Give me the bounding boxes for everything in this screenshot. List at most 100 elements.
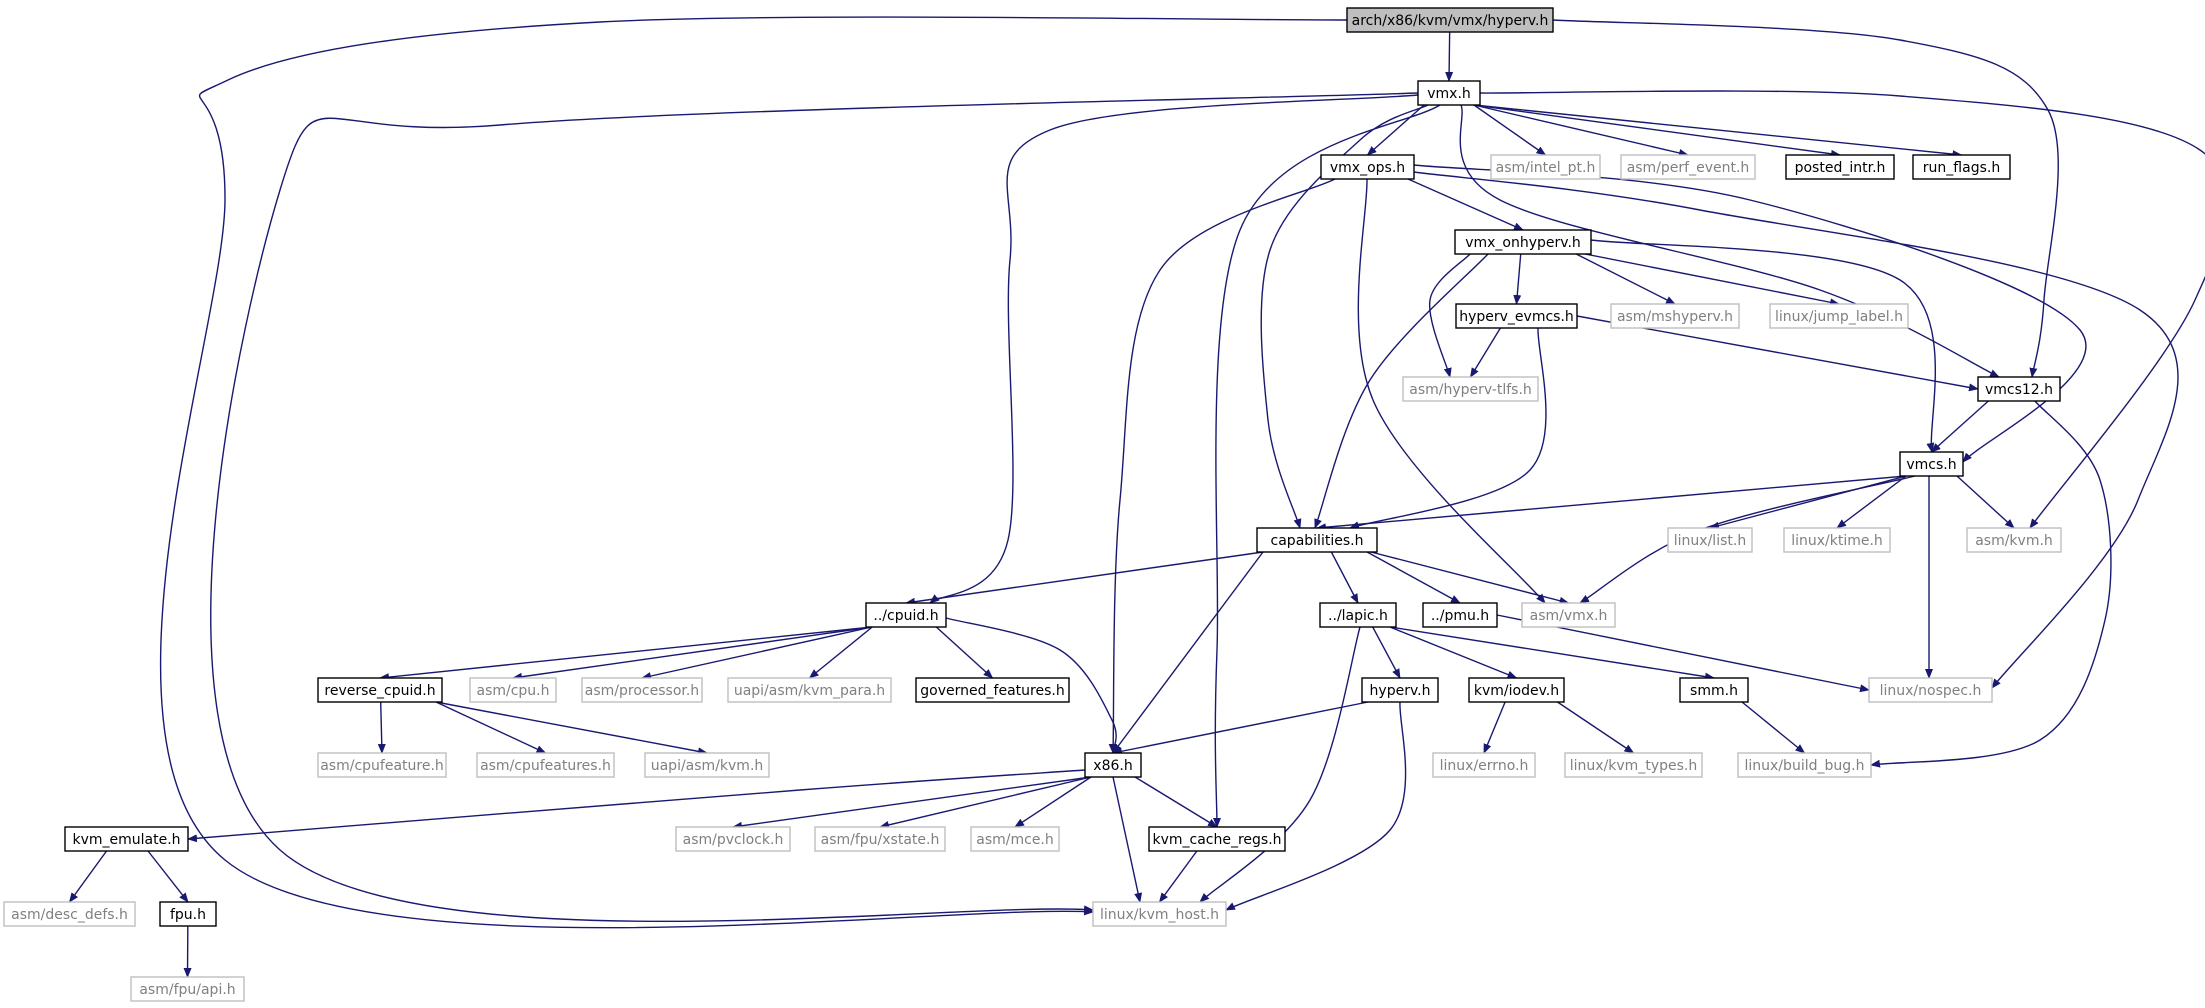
node-hyperv_evmcs[interactable]: hyperv_evmcs.h — [1455, 303, 1578, 329]
node-box — [1454, 229, 1592, 255]
node-intel_pt: asm/intel_pt.h — [1490, 154, 1601, 180]
node-iodev[interactable]: kvm/iodev.h — [1468, 677, 1565, 703]
node-posted_intr[interactable]: posted_intr.h — [1785, 154, 1895, 180]
node-box — [1737, 752, 1872, 778]
node-box — [1620, 154, 1756, 180]
node-box — [1319, 602, 1397, 628]
edge-cpuid-to-reverse_cpuid — [379, 626, 873, 682]
edge-vmx-to-perf_event — [1473, 104, 1689, 157]
node-label: asm/mce.h — [976, 832, 1054, 848]
node-box — [1868, 677, 1993, 703]
node-governed[interactable]: governed_features.h — [915, 677, 1070, 703]
node-label: linux/kvm_host.h — [1100, 907, 1219, 923]
node-xstate: asm/fpu/xstate.h — [814, 826, 946, 852]
node-label: x86.h — [1093, 758, 1132, 774]
edge-vmx_onhyperv-to-capabilities — [1314, 253, 1489, 529]
node-label: linux/kvm_types.h — [1570, 758, 1697, 774]
node-kvm_emulate[interactable]: kvm_emulate.h — [64, 826, 189, 852]
node-box — [727, 677, 892, 703]
edge-vmx_onhyperv-to-mshyperv — [1575, 253, 1676, 305]
node-label: arch/x86/kvm/vmx/hyperv.h — [1352, 13, 1549, 29]
edge-lapic-to-hyperv — [1372, 626, 1401, 679]
node-box — [317, 752, 447, 778]
node-label: reverse_cpuid.h — [324, 683, 435, 699]
edge-root-to-vmcs12 — [1552, 19, 2059, 378]
edge-vmx_ops-to-x86 — [1109, 178, 1336, 754]
edge-vmcs-to-capabilities — [1316, 475, 1907, 532]
node-label: linux/build_bug.h — [1745, 758, 1865, 774]
node-root[interactable]: arch/x86/kvm/vmx/hyperv.h — [1346, 7, 1554, 33]
node-box — [675, 826, 791, 852]
edge-reverse_cpuid-to-cpufeatures — [435, 701, 547, 754]
node-label: vmx.h — [1427, 86, 1471, 102]
edge-x86-to-kvm_cache_regs — [1134, 776, 1218, 828]
node-box — [317, 677, 443, 703]
node-fpu_api: asm/fpu/api.h — [130, 976, 245, 1002]
edge-lapic-to-iodev — [1389, 626, 1518, 679]
node-perf_event: asm/perf_event.h — [1620, 154, 1756, 180]
edge-cpuid-to-processor — [641, 626, 873, 680]
edge-vmcs12-to-build_bug — [1870, 400, 2112, 768]
edge-hyperv_evmcs-to-hyperv_tlfs — [1469, 327, 1501, 378]
node-mce: asm/mce.h — [970, 826, 1060, 852]
node-box — [1977, 376, 2061, 402]
node-label: vmx_onhyperv.h — [1465, 235, 1581, 251]
edge-capabilities-to-pmu — [1366, 551, 1461, 604]
node-box — [865, 602, 947, 628]
node-capabilities[interactable]: capabilities.h — [1256, 527, 1378, 553]
node-label: governed_features.h — [920, 683, 1064, 699]
node-lapic[interactable]: ../lapic.h — [1319, 602, 1397, 628]
edge-root-to-kvm_host — [159, 16, 1348, 929]
edge-x86-to-kvm_emulate — [187, 769, 1086, 843]
edge-vmx_ops-to-nospec — [1413, 171, 2179, 689]
node-kvm_host: linux/kvm_host.h — [1092, 901, 1227, 927]
edge-hyperv_evmcs-to-capabilities — [1349, 327, 1547, 530]
node-box — [1346, 7, 1554, 33]
node-kvm_types: linux/kvm_types.h — [1564, 752, 1703, 778]
node-box — [644, 752, 770, 778]
node-label: asm/cpu.h — [476, 683, 549, 699]
node-box — [1667, 527, 1753, 553]
edge-root-to-vmx — [1445, 31, 1454, 82]
node-hyperv[interactable]: hyperv.h — [1361, 677, 1439, 703]
node-kvm_cache_regs[interactable]: kvm_cache_regs.h — [1148, 826, 1286, 852]
node-asm_cpu: asm/cpu.h — [469, 677, 557, 703]
edge-vmcs-to-ktime — [1836, 475, 1907, 529]
node-hyperv_tlfs: asm/hyperv-tlfs.h — [1402, 376, 1539, 402]
node-box — [1468, 677, 1565, 703]
node-ktime: linux/ktime.h — [1783, 527, 1891, 553]
node-box — [159, 901, 217, 927]
node-label: asm/hyperv-tlfs.h — [1409, 382, 1532, 398]
node-vmcs[interactable]: vmcs.h — [1899, 451, 1964, 477]
node-vmx_onhyperv[interactable]: vmx_onhyperv.h — [1454, 229, 1592, 255]
node-box — [469, 677, 557, 703]
node-box — [915, 677, 1070, 703]
node-vmx_ops[interactable]: vmx_ops.h — [1320, 154, 1415, 180]
edge-vmcs-to-asm_kvm — [1956, 475, 2015, 529]
node-box — [1769, 303, 1909, 329]
node-mshyperv: asm/mshyperv.h — [1610, 303, 1740, 329]
node-label: asm/perf_event.h — [1627, 160, 1750, 176]
node-run_flags[interactable]: run_flags.h — [1912, 154, 2011, 180]
edge-vmx-to-vmcs12 — [1459, 104, 2000, 378]
node-box — [1521, 602, 1616, 628]
node-x86[interactable]: x86.h — [1084, 752, 1142, 778]
node-label: vmcs.h — [1906, 457, 1956, 473]
node-kvm_para: uapi/asm/kvm_para.h — [727, 677, 892, 703]
node-vmcs12[interactable]: vmcs12.h — [1977, 376, 2061, 402]
node-fpu[interactable]: fpu.h — [159, 901, 217, 927]
node-vmx[interactable]: vmx.h — [1417, 80, 1481, 106]
edge-vmcs12-to-vmcs — [1930, 400, 1989, 453]
node-smm[interactable]: smm.h — [1679, 677, 1749, 703]
edge-reverse_cpuid-to-cpufeature — [377, 701, 386, 754]
node-pmu[interactable]: ../pmu.h — [1422, 602, 1498, 628]
edge-kvm_cache_regs-to-kvm_host — [1158, 850, 1198, 903]
node-box — [1148, 826, 1286, 852]
edge-cpuid-to-governed — [935, 626, 994, 679]
node-reverse_cpuid[interactable]: reverse_cpuid.h — [317, 677, 443, 703]
edge-cpuid-to-x86 — [945, 617, 1117, 754]
node-cpuid[interactable]: ../cpuid.h — [865, 602, 947, 628]
edge-vmx-to-posted_intr — [1473, 104, 1841, 158]
edge-vmx-to-kvm_host — [210, 92, 1419, 923]
